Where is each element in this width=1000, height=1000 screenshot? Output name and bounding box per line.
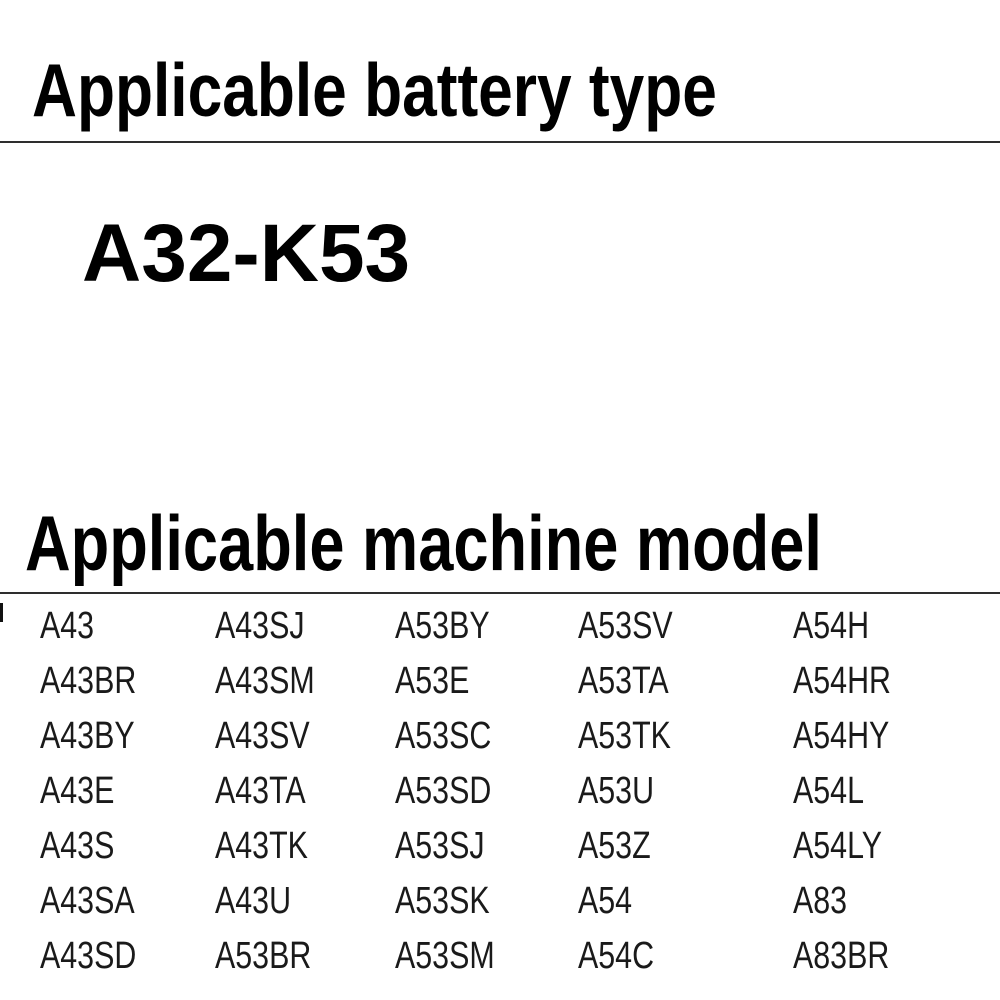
model-item: A43E — [40, 770, 115, 812]
model-item: A53SM — [395, 935, 495, 977]
model-item: A53TA — [578, 660, 669, 702]
model-item: A53SJ — [395, 825, 485, 867]
model-item: A43SD — [40, 935, 137, 977]
machine-model-grid: A43 A43SJ A53BY A53SV A54H A43BR A43SM A53E A53T… — [40, 599, 1000, 984]
model-item: A53BR — [215, 935, 312, 977]
model-item: A54C — [578, 935, 655, 977]
model-item: A53Z — [578, 825, 651, 867]
model-item: A53U — [578, 770, 655, 812]
machine-model-heading: Applicable machine model — [25, 499, 822, 587]
machine-section-divider — [0, 592, 1000, 594]
battery-section-divider — [0, 141, 1000, 143]
model-item: A54HY — [793, 715, 890, 757]
model-item: A43U — [215, 880, 292, 922]
model-item: A53SC — [395, 715, 492, 757]
model-item: A53E — [395, 660, 470, 702]
model-item: A54LY — [793, 825, 883, 867]
model-item: A53BY — [395, 605, 490, 647]
model-item: A54 — [578, 880, 633, 922]
model-item: A83 — [793, 880, 848, 922]
model-item: A53SV — [578, 605, 673, 647]
model-item: A43BY — [40, 715, 135, 757]
model-item: A53SK — [395, 880, 490, 922]
model-item: A83BR — [793, 935, 890, 977]
battery-type-heading: Applicable battery type — [32, 48, 717, 132]
model-item: A54HR — [793, 660, 891, 702]
model-item: A43TA — [215, 770, 306, 812]
model-item: A53TK — [578, 715, 671, 757]
model-item: A43TK — [215, 825, 308, 867]
model-item: A53SD — [395, 770, 492, 812]
model-item: A43SJ — [215, 605, 305, 647]
model-item: A54H — [793, 605, 870, 647]
model-item: A54L — [793, 770, 864, 812]
model-item: A43S — [40, 825, 115, 867]
model-item: A43 — [40, 605, 95, 647]
clipped-edge-artifact — [0, 603, 3, 622]
model-item: A43SM — [215, 660, 315, 702]
battery-type-value: A32-K53 — [82, 208, 411, 299]
model-item: A43SV — [215, 715, 310, 757]
model-item: A43SA — [40, 880, 135, 922]
model-item: A43BR — [40, 660, 137, 702]
